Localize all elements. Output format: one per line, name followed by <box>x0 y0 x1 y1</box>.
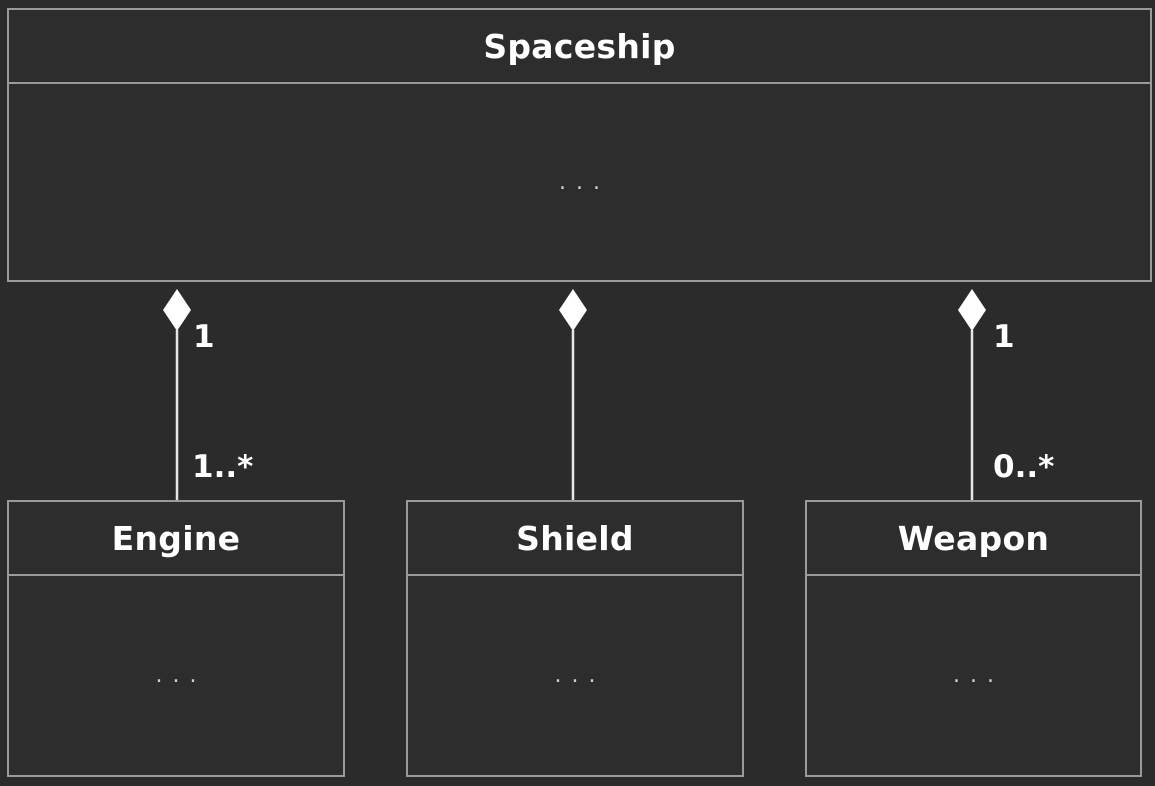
connector-engine <box>163 289 191 500</box>
connector-shield <box>559 289 587 500</box>
class-engine-name: Engine <box>9 502 343 576</box>
class-weapon: Weapon ... <box>805 500 1142 777</box>
multiplicity-engine-part: 1..* <box>192 449 254 485</box>
class-spaceship-body: ... <box>559 169 610 195</box>
class-engine: Engine ... <box>7 500 345 777</box>
class-shield-name: Shield <box>408 502 742 576</box>
class-shield-body: ... <box>554 663 606 688</box>
class-spaceship-name: Spaceship <box>9 10 1150 84</box>
class-weapon-name: Weapon <box>807 502 1140 576</box>
class-spaceship: Spaceship ... <box>7 8 1152 282</box>
composition-diamond-engine-icon <box>163 289 191 331</box>
connector-weapon <box>958 289 986 500</box>
multiplicity-weapon-part: 0..* <box>993 449 1055 485</box>
multiplicity-engine-whole: 1 <box>193 319 215 355</box>
multiplicity-weapon-whole: 1 <box>993 319 1015 355</box>
composition-diamond-shield-icon <box>559 289 587 331</box>
class-weapon-body: ... <box>953 663 1004 688</box>
class-engine-body: ... <box>155 663 207 688</box>
class-shield: Shield ... <box>406 500 744 777</box>
composition-diamond-weapon-icon <box>958 289 986 331</box>
